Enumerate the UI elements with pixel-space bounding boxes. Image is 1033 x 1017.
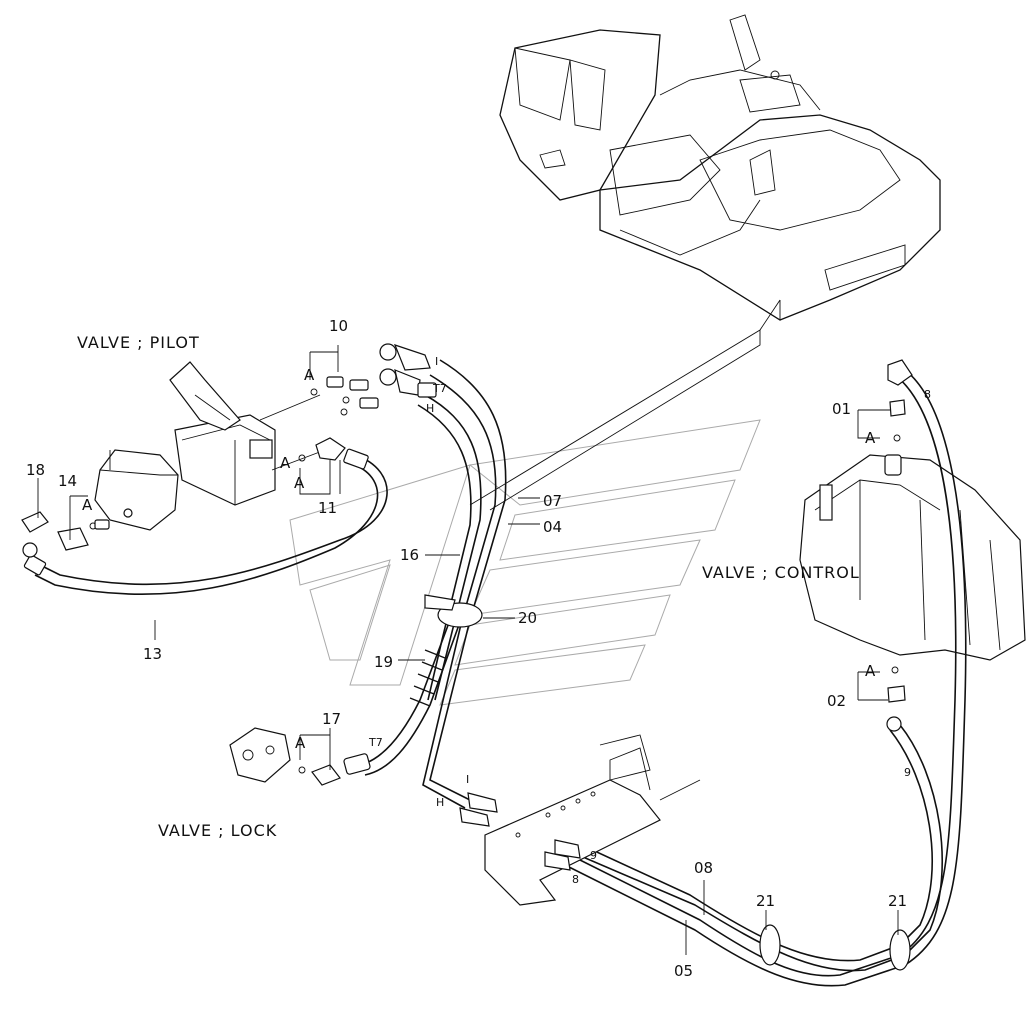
callout-17: 17 <box>322 710 341 728</box>
labels: VALVE ; PILOT VALVE ; CONTROL VALVE ; LO… <box>26 317 931 980</box>
clamps-21 <box>759 924 911 971</box>
callout-04: 04 <box>543 518 562 536</box>
port-8-top: 8 <box>924 388 931 401</box>
callout-07: 07 <box>543 492 562 510</box>
lock-valve <box>229 727 341 786</box>
callout-18: 18 <box>26 461 45 479</box>
control-valve <box>799 454 1026 661</box>
callout-21-left: 21 <box>756 892 775 910</box>
port-t7-top: T7 <box>432 382 447 395</box>
clamp-20 <box>424 594 483 628</box>
label-valve-pilot: VALVE ; PILOT <box>77 333 200 352</box>
pilot-valve <box>169 361 326 506</box>
callout-01: 01 <box>832 400 851 418</box>
callout-05: 05 <box>674 962 693 980</box>
pilot-block <box>94 449 179 531</box>
callout-13: 13 <box>143 645 162 663</box>
fittings-01-02 <box>887 399 906 703</box>
port-t7-lock: T7 <box>368 736 383 749</box>
callout-21-right: 21 <box>888 892 907 910</box>
port-9-bottom: 9 <box>590 849 597 862</box>
port-a-17: A <box>295 734 306 752</box>
port-a-01: A <box>865 429 876 447</box>
watermark-logo <box>289 419 761 706</box>
port-a-10: A <box>304 366 315 384</box>
port-i-bottom: I <box>466 773 469 786</box>
excavator-overview <box>469 14 941 511</box>
hoses-08-05 <box>554 359 967 987</box>
hose-19 <box>343 619 461 776</box>
callout-16: 16 <box>400 546 419 564</box>
label-valve-control: VALVE ; CONTROL <box>702 563 860 582</box>
callout-19: 19 <box>374 653 393 671</box>
port-a-11: A <box>294 474 305 492</box>
fittings-pilot <box>298 376 379 462</box>
leader-lines <box>37 345 899 955</box>
port-i-top: I <box>435 355 438 368</box>
port-h-top: H <box>426 402 434 415</box>
mounting-bracket <box>459 734 701 906</box>
port-a-14: A <box>82 496 93 514</box>
callout-14: 14 <box>58 472 77 490</box>
callout-08: 08 <box>694 859 713 877</box>
label-valve-lock: VALVE ; LOCK <box>158 821 277 840</box>
callout-11: 11 <box>318 499 337 517</box>
port-h-bottom: H <box>436 796 444 809</box>
port-8-bottom: 8 <box>572 873 579 886</box>
callout-02: 02 <box>827 692 846 710</box>
hoses-04-07-16 <box>379 343 507 809</box>
fittings-18-14 <box>21 511 110 551</box>
hose-13 <box>22 448 388 596</box>
port-a-11b: A <box>280 454 291 472</box>
callout-20: 20 <box>518 609 537 627</box>
port-9-right: 9 <box>904 766 911 779</box>
callout-10: 10 <box>329 317 348 335</box>
port-a-02: A <box>865 662 876 680</box>
